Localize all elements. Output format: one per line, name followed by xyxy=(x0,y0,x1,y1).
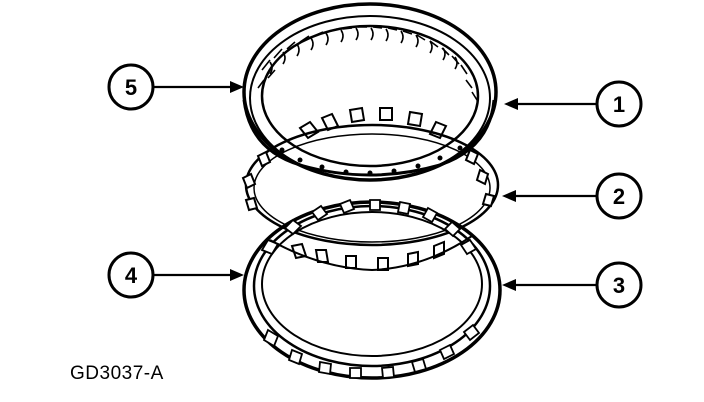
callout-4: 4 xyxy=(107,251,155,299)
bottom-holes xyxy=(279,145,463,176)
callout-4-label: 4 xyxy=(125,263,138,288)
callout-3: 3 xyxy=(595,261,643,309)
roller-cage-ring xyxy=(242,2,498,182)
callout-1-label: 1 xyxy=(613,92,625,117)
callout-1: 1 xyxy=(595,80,643,128)
leader-line-3 xyxy=(502,279,598,291)
callout-3-label: 3 xyxy=(613,273,625,298)
inner-clips-upper xyxy=(298,106,448,140)
leader-line-5 xyxy=(152,81,244,93)
outer-race-ring xyxy=(242,198,502,380)
callout-5-label: 5 xyxy=(125,75,137,100)
leader-line-1 xyxy=(504,98,598,110)
callout-5: 5 xyxy=(107,63,155,111)
figure-id-label: GD3037-A xyxy=(70,363,164,384)
callout-2-label: 2 xyxy=(613,184,625,209)
spring-ring xyxy=(241,123,500,247)
leader-line-4 xyxy=(152,269,244,281)
leader-line-2 xyxy=(502,190,598,202)
roller-pockets xyxy=(257,26,478,101)
callout-2: 2 xyxy=(595,172,643,220)
